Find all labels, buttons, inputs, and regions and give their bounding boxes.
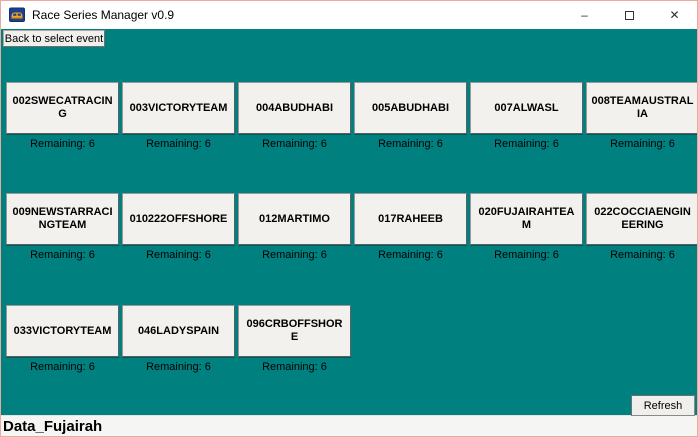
team-remaining-label: Remaining: 6 (610, 138, 675, 150)
team-remaining-label: Remaining: 6 (30, 361, 95, 373)
team-button[interactable]: 033VICTORYTEAM (6, 305, 119, 357)
team-button[interactable]: 009NEWSTARRACINGTEAM (6, 193, 119, 245)
team-cell: 005ABUDHABI Remaining: 6 (354, 82, 467, 150)
team-remaining-label: Remaining: 6 (610, 249, 675, 261)
team-button[interactable]: 022COCCIAENGINEERING (586, 193, 697, 245)
team-cell: 020FUJAIRAHTEAM Remaining: 6 (470, 193, 583, 261)
team-cell: 002SWECATRACING Remaining: 6 (6, 82, 119, 150)
team-remaining-label: Remaining: 6 (262, 249, 327, 261)
team-remaining-label: Remaining: 6 (146, 249, 211, 261)
team-cell: 007ALWASL Remaining: 6 (470, 82, 583, 150)
maximize-button[interactable] (607, 1, 652, 29)
team-button[interactable]: 012MARTIMO (238, 193, 351, 245)
team-remaining-label: Remaining: 6 (262, 138, 327, 150)
status-bar: Data_Fujairah (1, 415, 697, 436)
team-remaining-label: Remaining: 6 (146, 138, 211, 150)
team-cell: 022COCCIAENGINEERING Remaining: 6 (586, 193, 697, 261)
team-remaining-label: Remaining: 6 (262, 361, 327, 373)
team-button[interactable]: 020FUJAIRAHTEAM (470, 193, 583, 245)
team-remaining-label: Remaining: 6 (30, 249, 95, 261)
team-cell: 010222OFFSHORE Remaining: 6 (122, 193, 235, 261)
team-button[interactable]: 008TEAMAUSTRALIA (586, 82, 697, 134)
back-to-select-event-button[interactable]: Back to select event (3, 30, 105, 47)
team-cell: 003VICTORYTEAM Remaining: 6 (122, 82, 235, 150)
team-remaining-label: Remaining: 6 (378, 138, 443, 150)
team-remaining-label: Remaining: 6 (146, 361, 211, 373)
team-remaining-label: Remaining: 6 (378, 249, 443, 261)
team-button[interactable]: 046LADYSPAIN (122, 305, 235, 357)
app-icon (9, 7, 25, 23)
team-cell: 004ABUDHABI Remaining: 6 (238, 82, 351, 150)
team-cell: 033VICTORYTEAM Remaining: 6 (6, 305, 119, 373)
team-button[interactable]: 005ABUDHABI (354, 82, 467, 134)
team-remaining-label: Remaining: 6 (494, 138, 559, 150)
team-button[interactable]: 007ALWASL (470, 82, 583, 134)
minimize-button[interactable]: – (581, 8, 588, 22)
team-button[interactable]: 003VICTORYTEAM (122, 82, 235, 134)
team-row: 033VICTORYTEAM Remaining: 6 046LADYSPAIN Re… (1, 305, 697, 373)
team-cell: 017RAHEEB Remaining: 6 (354, 193, 467, 261)
team-cell: 096CRBOFFSHORE Remaining: 6 (238, 305, 351, 373)
team-button[interactable]: 017RAHEEB (354, 193, 467, 245)
window-controls: – ✕ (562, 1, 697, 29)
team-cell: 046LADYSPAIN Remaining: 6 (122, 305, 235, 373)
team-cell: 012MARTIMO Remaining: 6 (238, 193, 351, 261)
window-title: Race Series Manager v0.9 (32, 8, 175, 22)
team-remaining-label: Remaining: 6 (494, 249, 559, 261)
maximize-icon (625, 10, 634, 20)
team-button[interactable]: 010222OFFSHORE (122, 193, 235, 245)
client-area: Back to select event 002SWECATRACING Rema… (1, 29, 697, 416)
refresh-button[interactable]: Refresh (631, 395, 695, 416)
close-button[interactable]: ✕ (669, 8, 680, 22)
titlebar: Race Series Manager v0.9 – ✕ (1, 1, 697, 29)
team-remaining-label: Remaining: 6 (30, 138, 95, 150)
team-cell: 008TEAMAUSTRALIA Remaining: 6 (586, 82, 697, 150)
status-text: Data_Fujairah (3, 417, 103, 435)
team-button[interactable]: 004ABUDHABI (238, 82, 351, 134)
team-button[interactable]: 096CRBOFFSHORE (238, 305, 351, 357)
team-button[interactable]: 002SWECATRACING (6, 82, 119, 134)
team-cell: 009NEWSTARRACINGTEAM Remaining: 6 (6, 193, 119, 261)
